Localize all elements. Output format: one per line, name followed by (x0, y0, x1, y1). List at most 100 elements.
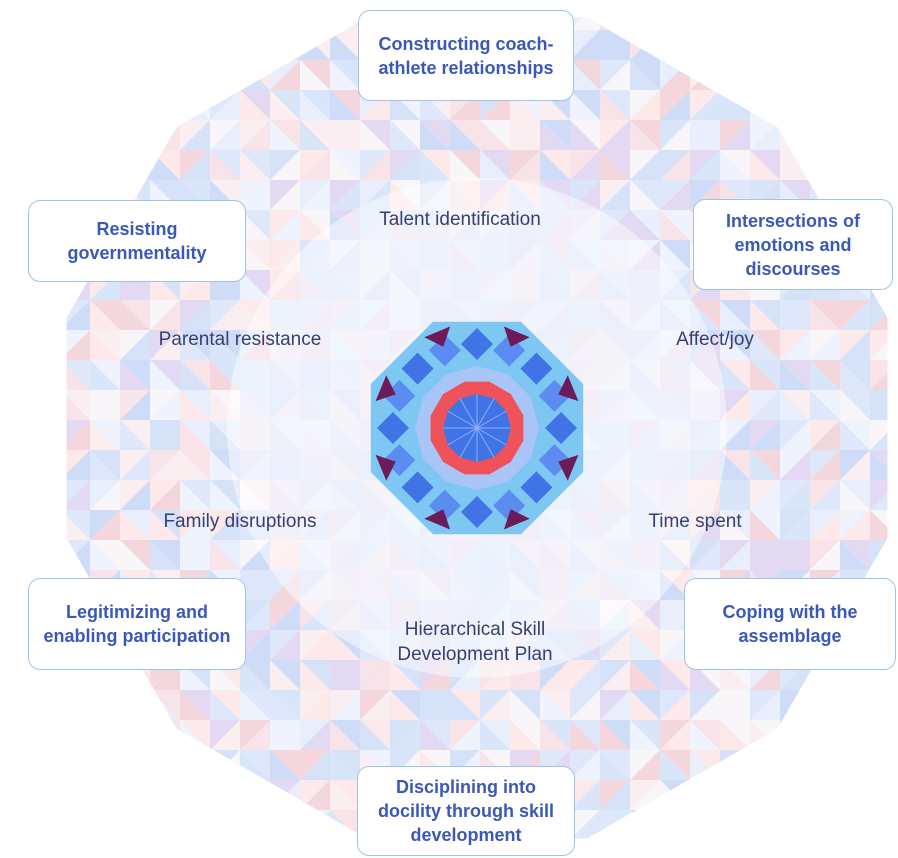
tile (210, 30, 240, 60)
tile (30, 780, 60, 810)
tile (870, 150, 888, 180)
tile (720, 60, 750, 90)
tile (210, 390, 240, 420)
tile (330, 120, 360, 150)
tile (420, 540, 450, 570)
tile (870, 30, 888, 60)
tile (840, 810, 870, 839)
tile (480, 240, 510, 270)
tile (0, 840, 30, 858)
tile (120, 390, 150, 420)
tile (360, 180, 390, 210)
tile (270, 450, 300, 480)
tile (90, 780, 120, 810)
tile (840, 30, 870, 60)
tile (510, 210, 540, 240)
tile (150, 810, 180, 839)
tile (810, 120, 840, 150)
core-ray (447, 427, 478, 446)
tile (30, 60, 60, 90)
tile (840, 540, 870, 570)
tile (330, 450, 360, 480)
tile (480, 540, 510, 570)
tile (66, 300, 90, 330)
tile (120, 480, 150, 510)
tile (210, 450, 240, 480)
tile (120, 840, 150, 858)
tile (720, 120, 750, 150)
tile (870, 330, 888, 360)
tile (630, 570, 660, 600)
tile (630, 690, 660, 720)
tile (810, 840, 840, 858)
tile (540, 600, 570, 630)
tile (570, 690, 600, 720)
tile (570, 330, 600, 360)
tile (330, 180, 360, 210)
tile (360, 540, 390, 570)
tile (510, 120, 540, 150)
tile (300, 270, 330, 300)
tile (30, 690, 60, 720)
tile (810, 690, 840, 720)
theme-box-coach-athlete: Constructing coach- athlete relationship… (358, 10, 574, 101)
tile (780, 510, 810, 540)
tile (780, 720, 810, 750)
tile (810, 810, 840, 839)
tile (270, 330, 300, 360)
tile (840, 750, 870, 780)
tile (210, 720, 240, 750)
tile (630, 540, 660, 570)
tile (150, 17, 180, 30)
tile (330, 780, 360, 810)
tile (780, 840, 810, 858)
tile (870, 150, 888, 180)
tile (210, 540, 240, 570)
tile (270, 300, 300, 330)
tile (750, 60, 780, 90)
tile (240, 240, 270, 270)
tile (90, 60, 120, 90)
tile (630, 510, 660, 540)
tile (90, 540, 120, 570)
tile (600, 750, 630, 780)
tile (660, 720, 690, 750)
tile (450, 720, 480, 750)
tile (480, 270, 510, 300)
tile (660, 270, 690, 300)
tile (0, 90, 30, 120)
tile (780, 90, 810, 120)
tile (180, 17, 210, 30)
tile (540, 150, 570, 180)
tile (180, 510, 210, 540)
tile (270, 300, 300, 330)
tile (660, 330, 690, 360)
tile (30, 300, 60, 330)
tile (660, 510, 690, 540)
tile (810, 30, 840, 60)
tile (240, 840, 270, 858)
tile (270, 570, 300, 600)
tile (780, 720, 810, 750)
tile (0, 270, 30, 300)
tile (120, 120, 150, 150)
tile (390, 540, 420, 570)
tile (600, 420, 630, 450)
tile (330, 600, 360, 630)
tile (270, 17, 300, 30)
tile (30, 120, 60, 150)
tile (210, 480, 240, 510)
tile (480, 180, 510, 210)
tile (750, 300, 780, 330)
tile (810, 450, 840, 480)
tile (390, 510, 420, 540)
tile (0, 390, 30, 420)
tile (780, 150, 810, 180)
tile (720, 30, 750, 60)
tile (570, 270, 600, 300)
tile (420, 600, 450, 630)
tile (360, 600, 390, 630)
tile (450, 120, 480, 150)
tile (540, 240, 570, 270)
tile (660, 690, 690, 720)
